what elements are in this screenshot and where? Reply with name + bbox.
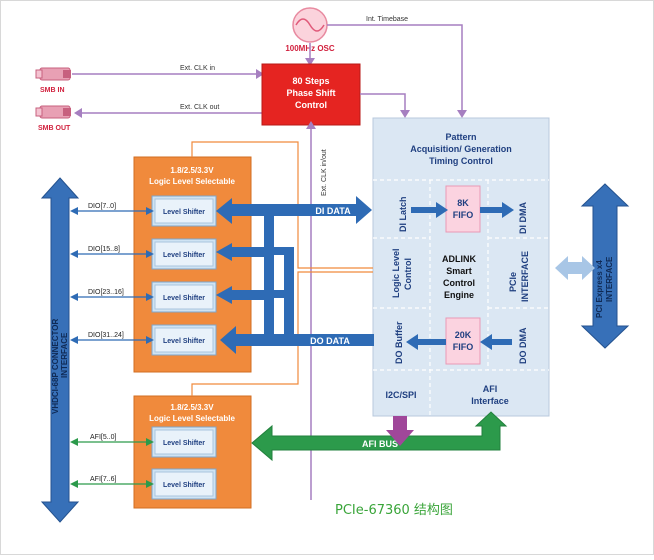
afi-line-label: AFI[5..0] — [90, 434, 117, 441]
smb-in-connector: SMB IN — [35, 67, 71, 94]
svg-text:8K: 8K — [457, 198, 469, 208]
smb-out-connector: SMB OUT — [35, 105, 71, 132]
svg-text:Smart: Smart — [446, 266, 472, 276]
dio-label: DIO[23..16] — [88, 289, 124, 296]
svg-text:PCI Express x4: PCI Express x4 — [595, 260, 604, 318]
svg-text:Level Shifter: Level Shifter — [163, 440, 205, 447]
vhdci-connector: VHDCI-68P CONNECTOR INTERFACE — [40, 177, 80, 523]
i2c-spi-arrow — [386, 416, 414, 446]
svg-text:Engine: Engine — [444, 290, 474, 300]
sine-wave-icon — [295, 18, 325, 32]
svg-text:1.8/2.5/3.3V: 1.8/2.5/3.3V — [170, 166, 214, 175]
do-data-bus: DO DATA — [220, 247, 374, 354]
svg-text:20K: 20K — [455, 330, 472, 340]
svg-text:Level Shifter: Level Shifter — [163, 338, 205, 345]
smb-in-label: SMB IN — [40, 87, 65, 94]
svg-text:AFI: AFI — [483, 384, 498, 394]
svg-text:Level Shifter: Level Shifter — [163, 295, 205, 302]
di-latch-label: DI Latch — [398, 196, 408, 232]
di-data-label: DI DATA — [315, 206, 351, 216]
do-data-label: DO DATA — [310, 336, 350, 346]
svg-text:Logic Level Selectable: Logic Level Selectable — [149, 177, 235, 186]
smb-out-label: SMB OUT — [38, 125, 71, 132]
figure-caption: PCIe-67360 结构图 — [335, 503, 453, 518]
logic-level-control-line1: Logic Level — [391, 248, 401, 298]
ext-clk-in-label: Ext. CLK in — [180, 65, 215, 72]
do-dma-label: DO DMA — [518, 327, 528, 364]
svg-text:Acquisition/ Generation: Acquisition/ Generation — [410, 144, 512, 154]
svg-text:Level Shifter: Level Shifter — [163, 482, 205, 489]
svg-text:80 Steps: 80 Steps — [292, 76, 329, 86]
logic-control-line-bottom — [191, 271, 373, 396]
fpga-block: Pattern Acquisition/ Generation Timing C… — [372, 117, 550, 417]
dio-label: DIO[7..0] — [88, 203, 116, 210]
level-shifter: Level Shifter — [151, 468, 217, 500]
svg-text:ADLINK: ADLINK — [442, 254, 476, 264]
level-shifter: Level Shifter — [151, 324, 217, 356]
svg-text:1.8/2.5/3.3V: 1.8/2.5/3.3V — [170, 403, 214, 412]
i2c-spi-label: I2C/SPI — [385, 390, 416, 400]
pcie-link-arrow — [555, 256, 595, 280]
fifo-8k — [445, 185, 481, 233]
svg-text:Control: Control — [443, 278, 475, 288]
level-shifter: Level Shifter — [151, 281, 217, 313]
svg-text:Control: Control — [295, 100, 327, 110]
svg-text:FIFO: FIFO — [453, 342, 474, 352]
logic-control-line-top — [191, 141, 373, 269]
logic-level-control-line2: Control — [403, 258, 413, 290]
do-buffer-label: DO Buffer — [394, 321, 404, 364]
svg-text:Level Shifter: Level Shifter — [163, 209, 205, 216]
ext-clk-out-label: Ext. CLK out — [180, 104, 219, 111]
svg-text:Interface: Interface — [471, 396, 509, 406]
dio-label: DIO[31..24] — [88, 332, 124, 339]
svg-text:INTERFACE: INTERFACE — [605, 256, 614, 302]
afi-lines: AFI[5..0] AFI[7..6] — [70, 434, 154, 488]
timebase-line — [327, 24, 463, 112]
svg-text:Timing Control: Timing Control — [429, 156, 493, 166]
di-dma-label: DI DMA — [518, 202, 528, 234]
fifo-20k — [445, 317, 481, 365]
pcie-interface-line1: PCIe — [508, 272, 518, 292]
level-shifter: Level Shifter — [151, 238, 217, 270]
svg-text:FIFO: FIFO — [453, 210, 474, 220]
afi-bus-label: AFI BUS — [362, 439, 398, 449]
dio-lines: DIO[7..0] DIO[15..8] DIO[23..16] DIO[31.… — [70, 203, 154, 344]
timebase-label: Int. Timebase — [366, 16, 408, 23]
pci-express-interface: PCI Express x4 INTERFACE — [580, 183, 630, 349]
fpga-grid — [373, 179, 549, 416]
svg-text:Level Shifter: Level Shifter — [163, 252, 205, 259]
dio-label: DIO[15..8] — [88, 246, 120, 253]
level-shifter: Level Shifter — [151, 195, 217, 227]
level-shifter: Level Shifter — [151, 426, 217, 458]
phase-shift-control: 80 Steps Phase Shift Control — [261, 63, 361, 126]
afi-line-label: AFI[7..6] — [90, 476, 117, 483]
svg-text:Logic Level Selectable: Logic Level Selectable — [149, 414, 235, 423]
ext-clk-inout-label: Ext. CLK in/out — [321, 149, 328, 196]
svg-text:Phase Shift: Phase Shift — [286, 88, 335, 98]
svg-text:VHDCI-68P CONNECTOR: VHDCI-68P CONNECTOR — [51, 319, 60, 415]
svg-text:INTERFACE: INTERFACE — [60, 332, 69, 378]
svg-text:Pattern: Pattern — [445, 132, 476, 142]
pcie-interface-line2: INTERFACE — [520, 251, 530, 302]
afi-bus: AFI BUS — [251, 411, 508, 462]
